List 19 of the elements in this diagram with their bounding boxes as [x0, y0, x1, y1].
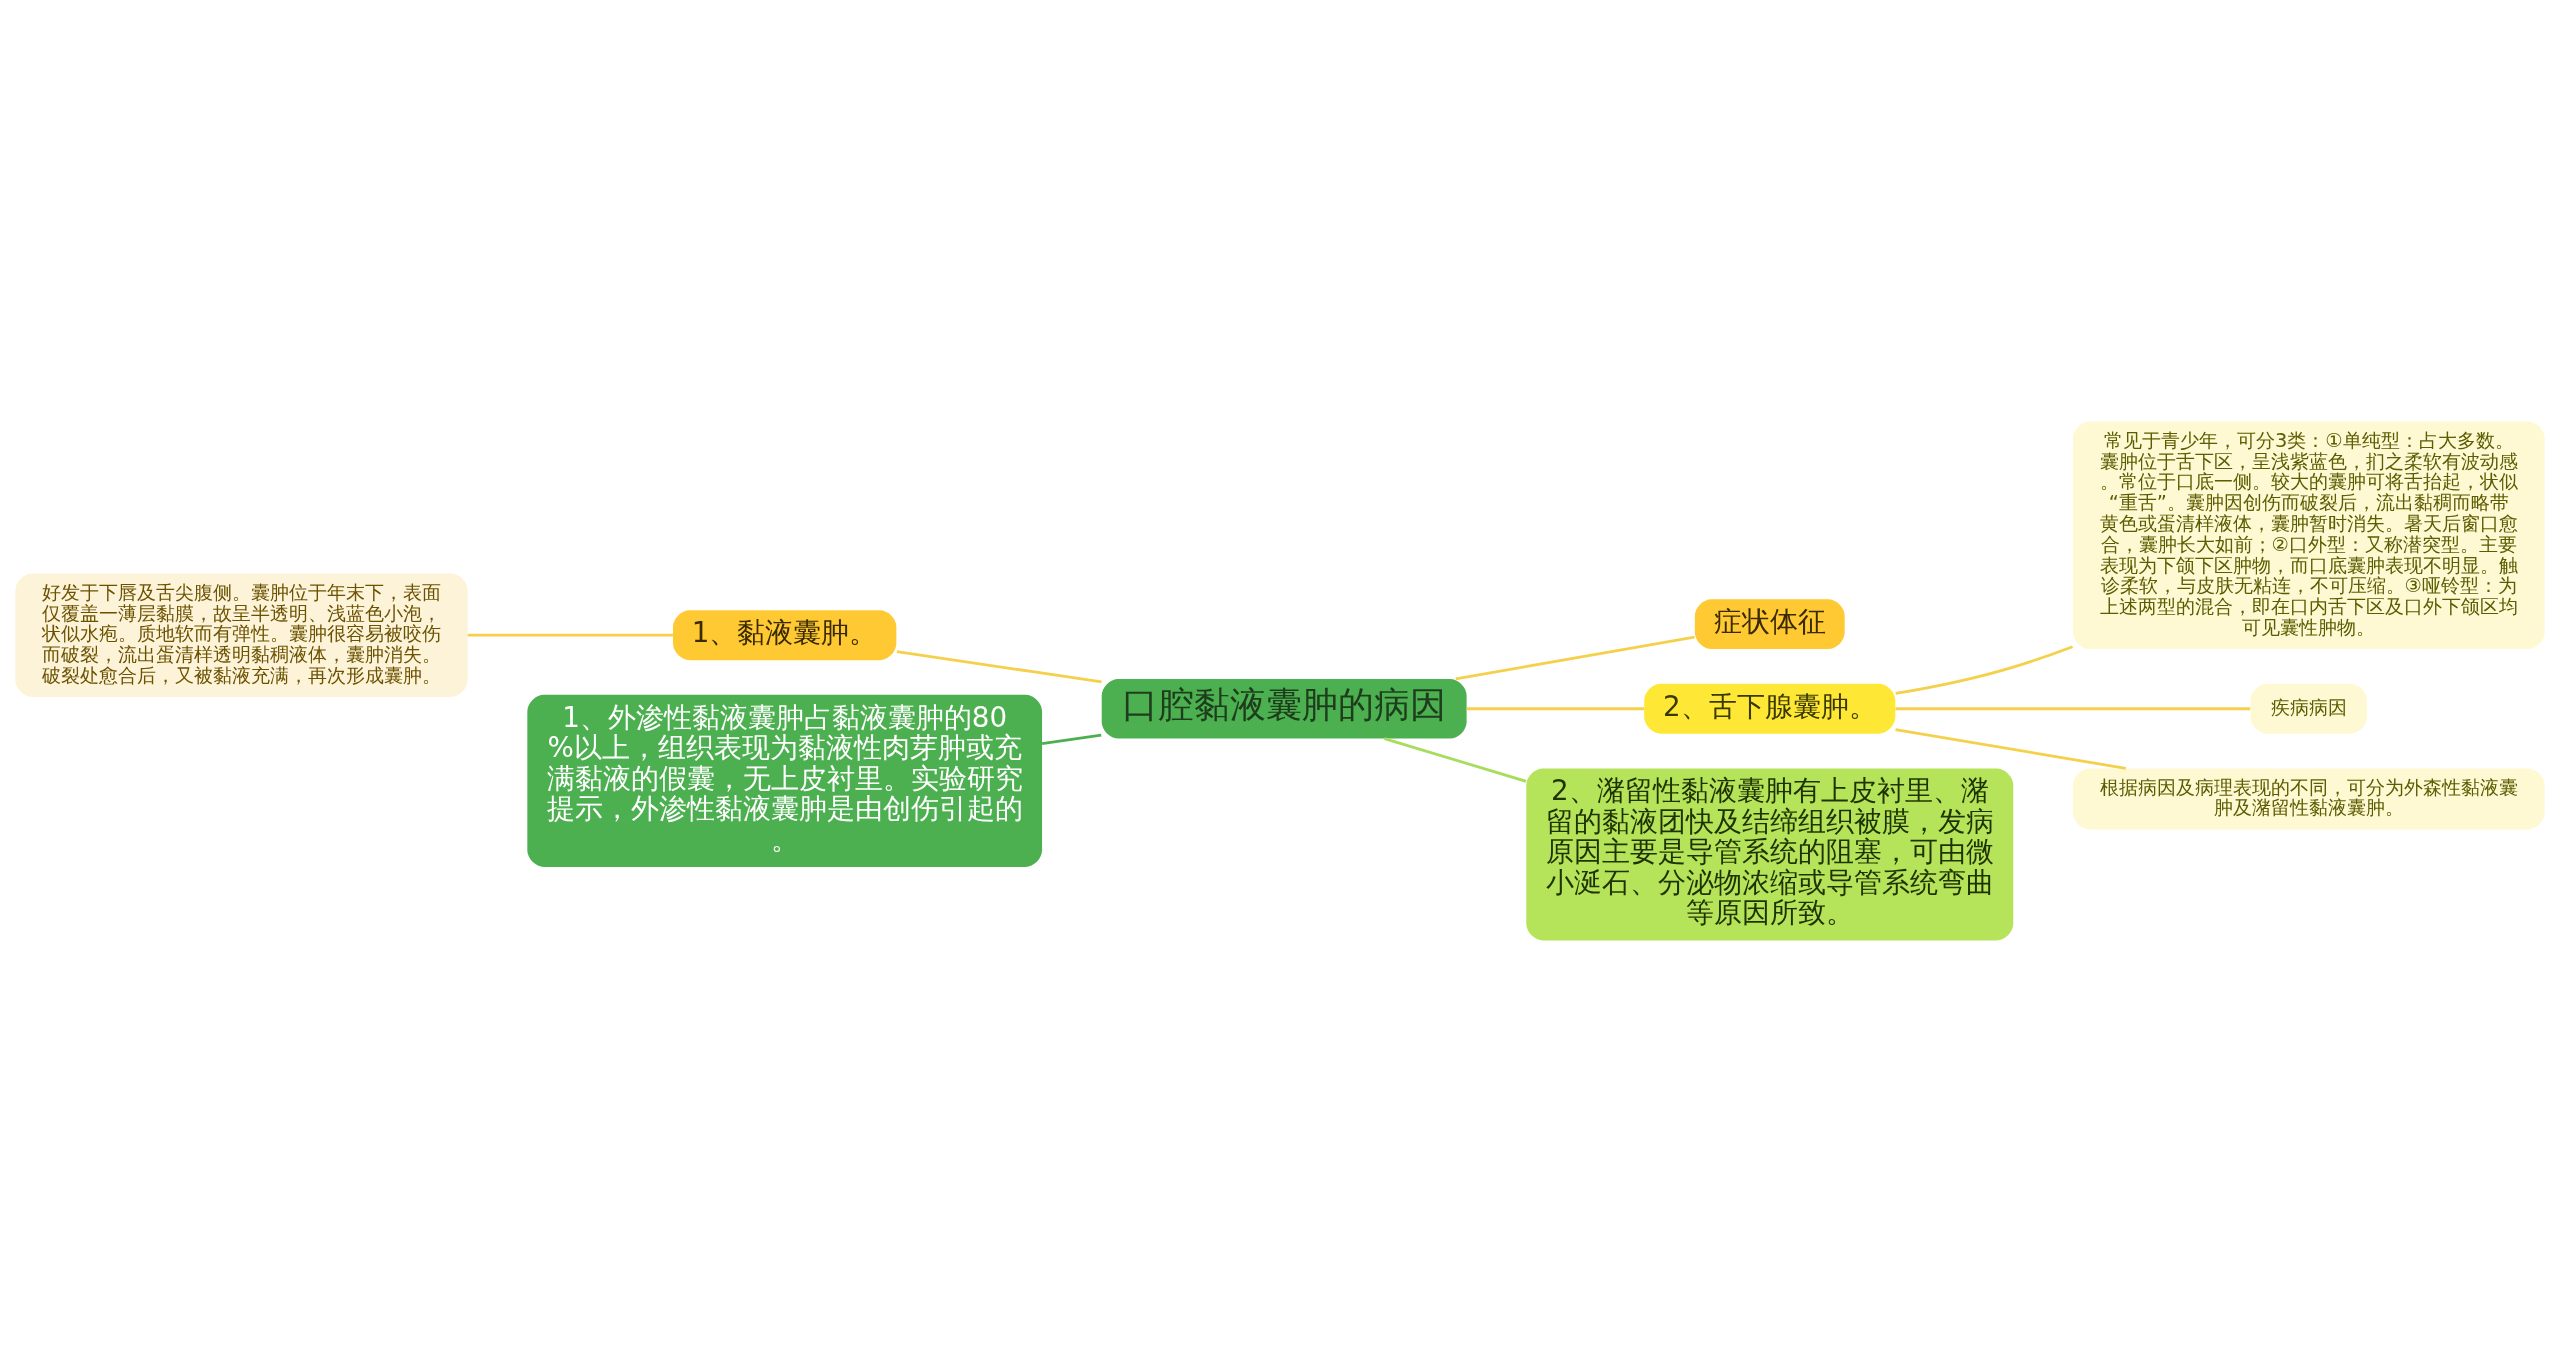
connector	[1895, 727, 2126, 770]
connector	[1466, 706, 1645, 710]
node-box: 常见于青少年，可分3类：①单纯型：占大多数。囊肿位于舌下区，呈浅紫蓝色，扪之柔软有波动感。常位于口底一侧。较大的囊肿可将舌抬起，状似“重舌”。囊肿因创伤而破裂后，流出黏稠而略带黄色或蛋清样液体，囊肿暂时消失。暑天后窗口愈合，囊肿长大如前；②口外型：又称潜突型。主要表现为下颌下区肿物，而口底囊肿表现不明显。触诊柔软，与皮肤无粘连，不可压缩。③哑铃型：为上述两型的混合，即在口内舌下区及口外下颌区均可见囊性肿物。	[2072, 421, 2545, 649]
node-box: 根据病因及病理表现的不同，可分为外森性黏液囊肿及潴留性黏液囊肿。	[2072, 767, 2545, 829]
node-box: 1、黏液囊肿。	[673, 609, 897, 660]
node-box: 口腔黏液囊肿的病因	[1101, 678, 1467, 739]
connector	[1895, 706, 2251, 710]
node-box: 症状体征	[1694, 598, 1845, 649]
node-box: 2、舌下腺囊肿。	[1644, 683, 1896, 734]
node-box: 2、潴留性黏液囊肿有上皮衬里、潴留的黏液团快及结缔组织被膜，发病原因主要是导管系统的阻塞，可由微小涎石、分泌物浓缩或导管系统弯曲等原因所致。	[1526, 767, 2014, 940]
connector	[896, 649, 1102, 683]
connector	[1455, 635, 1695, 680]
connector	[1384, 736, 1527, 783]
node-box: 疾病病因	[2250, 683, 2368, 734]
node-box: 1、外渗性黏液囊肿占黏液囊肿的80%以上，组织表现为黏液性肉芽肿或充满黏液的假囊，无上皮衬里。实验研究提示，外渗性黏液囊肿是由创伤引起的。	[527, 694, 1043, 867]
connector	[467, 633, 673, 637]
connector	[1895, 644, 2074, 695]
node-box: 好发于下唇及舌尖腹侧。囊肿位于年末下，表面仅覆盖一薄层黏膜，故呈半透明、浅蓝色小泡，状似水疱。质地软而有弹性。囊肿很容易被咬伤而破裂，流出蛋清样透明黏稠液体，囊肿消失。破裂处愈合后，又被黏液充满，再次形成囊肿。	[15, 572, 468, 697]
connector	[1041, 733, 1102, 745]
